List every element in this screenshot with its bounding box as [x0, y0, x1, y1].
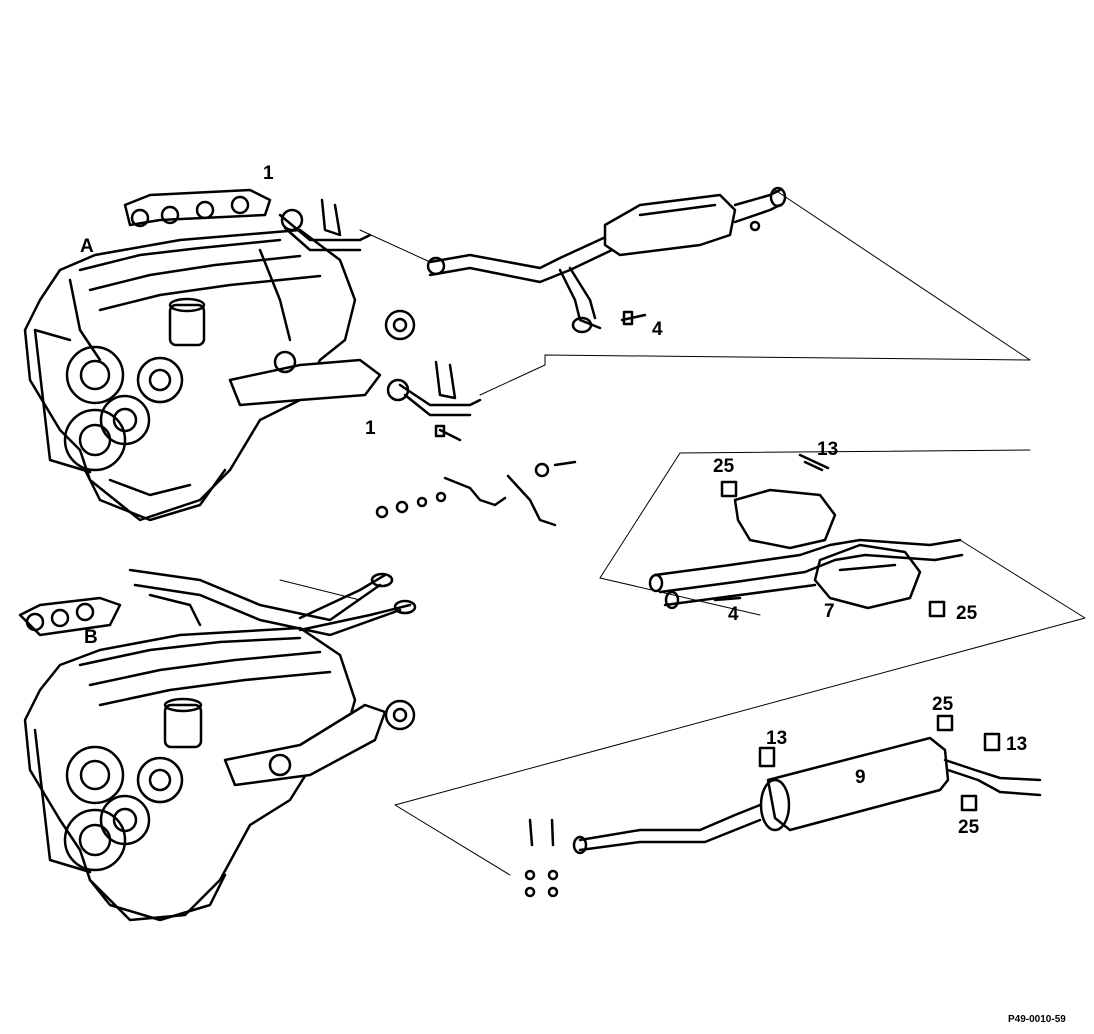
callout-13-right: 13 [1006, 734, 1027, 755]
engine-label-a: A [80, 236, 94, 257]
figure-code: P49-0010-59 [1008, 1014, 1066, 1025]
callout-numbers: 1 1 4 4 7 9 13 13 13 25 25 25 25 [263, 163, 1027, 838]
callout-13-center: 13 [766, 728, 787, 749]
callout-7: 7 [824, 601, 835, 622]
engine-labels: A B [80, 236, 98, 648]
callout-25-top: 25 [713, 456, 735, 477]
main-muffler-assembly [524, 714, 1042, 898]
callout-1-top: 1 [263, 163, 274, 184]
callout-25-right: 25 [956, 603, 978, 624]
callout-4-mid: 4 [652, 319, 663, 340]
callout-13-top: 13 [817, 439, 838, 460]
callout-1-bottom: 1 [365, 418, 376, 439]
rear-muffler-assembly [648, 453, 964, 618]
engine-label-b: B [84, 627, 98, 648]
front-pipe-assembly [278, 186, 787, 527]
engine-b-illustration [18, 568, 417, 922]
callout-9: 9 [855, 767, 866, 788]
callout-4-muffler: 4 [728, 604, 739, 625]
callout-25-upper-rear: 25 [932, 694, 954, 715]
leader-lines [279, 189, 1086, 876]
callout-25-lower-rear: 25 [958, 817, 980, 838]
engine-a-illustration [23, 188, 416, 522]
